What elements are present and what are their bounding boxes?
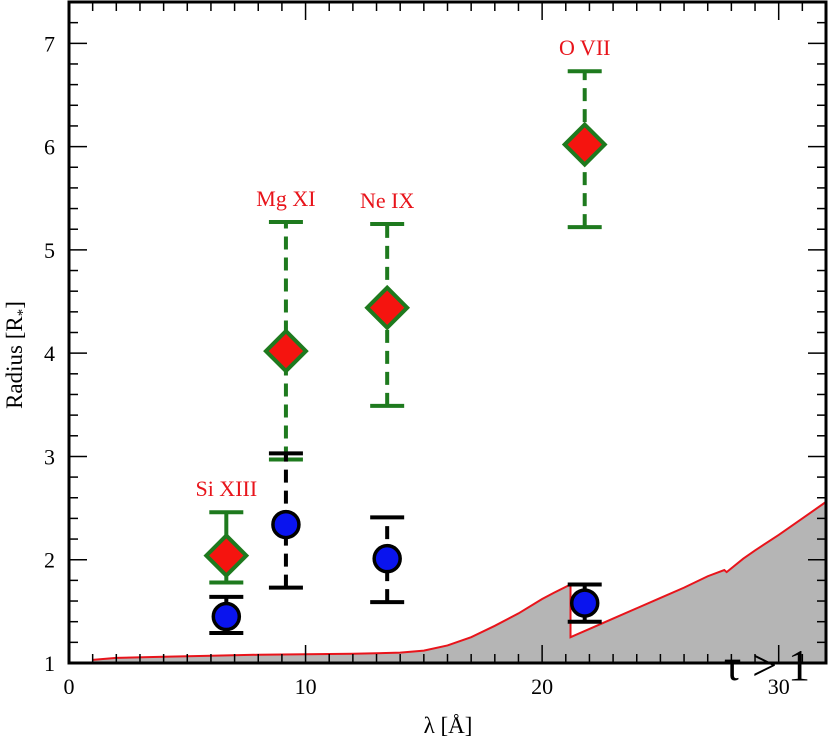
y-tick-label: 4 bbox=[44, 341, 55, 366]
diamond-marker-0 bbox=[203, 532, 250, 579]
circle-marker-2 bbox=[372, 543, 402, 574]
ion-label-3: O VII bbox=[559, 35, 611, 60]
tau-region-fill bbox=[92, 501, 826, 663]
diamond-marker-3 bbox=[561, 121, 608, 168]
y-axis-title: Radius [R*] bbox=[2, 301, 31, 409]
tick-labels: 0 10 20 30 1 2 3 4 5 6 7 bbox=[44, 31, 790, 699]
x-tick-label: 30 bbox=[768, 674, 790, 699]
y-axis-title-close: ] bbox=[2, 301, 27, 309]
x-tick-label: 20 bbox=[531, 674, 553, 699]
data-markers bbox=[203, 121, 608, 632]
ion-labels: Si XIII Mg XI Ne IX O VII bbox=[195, 35, 610, 501]
ion-label-1: Mg XI bbox=[256, 186, 315, 211]
ion-label-0: Si XIII bbox=[195, 476, 257, 501]
circle-marker-3 bbox=[569, 588, 600, 618]
circle-marker-0 bbox=[211, 601, 242, 632]
diamond-marker-2 bbox=[364, 284, 411, 331]
y-tick-label: 3 bbox=[44, 444, 55, 469]
y-tick-label: 7 bbox=[44, 31, 55, 56]
tau-region bbox=[92, 501, 827, 663]
tau-region-boundary bbox=[92, 501, 827, 661]
y-tick-label: 2 bbox=[44, 548, 55, 573]
diamond-marker-1 bbox=[263, 328, 309, 374]
plot-frame bbox=[67, 0, 828, 665]
ion-label-2: Ne IX bbox=[360, 188, 414, 213]
x-tick-label: 10 bbox=[295, 674, 317, 699]
axis-ticks bbox=[68, 2, 826, 664]
x-tick-label: 0 bbox=[64, 674, 75, 699]
tau-region-label: τ > 1 bbox=[724, 641, 811, 690]
x-axis-title: λ [Å] bbox=[424, 713, 473, 738]
y-tick-label: 1 bbox=[44, 651, 55, 676]
y-tick-label: 6 bbox=[44, 135, 55, 160]
y-axis-title-main: Radius [R bbox=[2, 316, 27, 409]
y-axis-title-sub: * bbox=[15, 309, 31, 317]
circle-marker-1 bbox=[271, 509, 301, 540]
y-tick-label: 5 bbox=[44, 238, 55, 263]
